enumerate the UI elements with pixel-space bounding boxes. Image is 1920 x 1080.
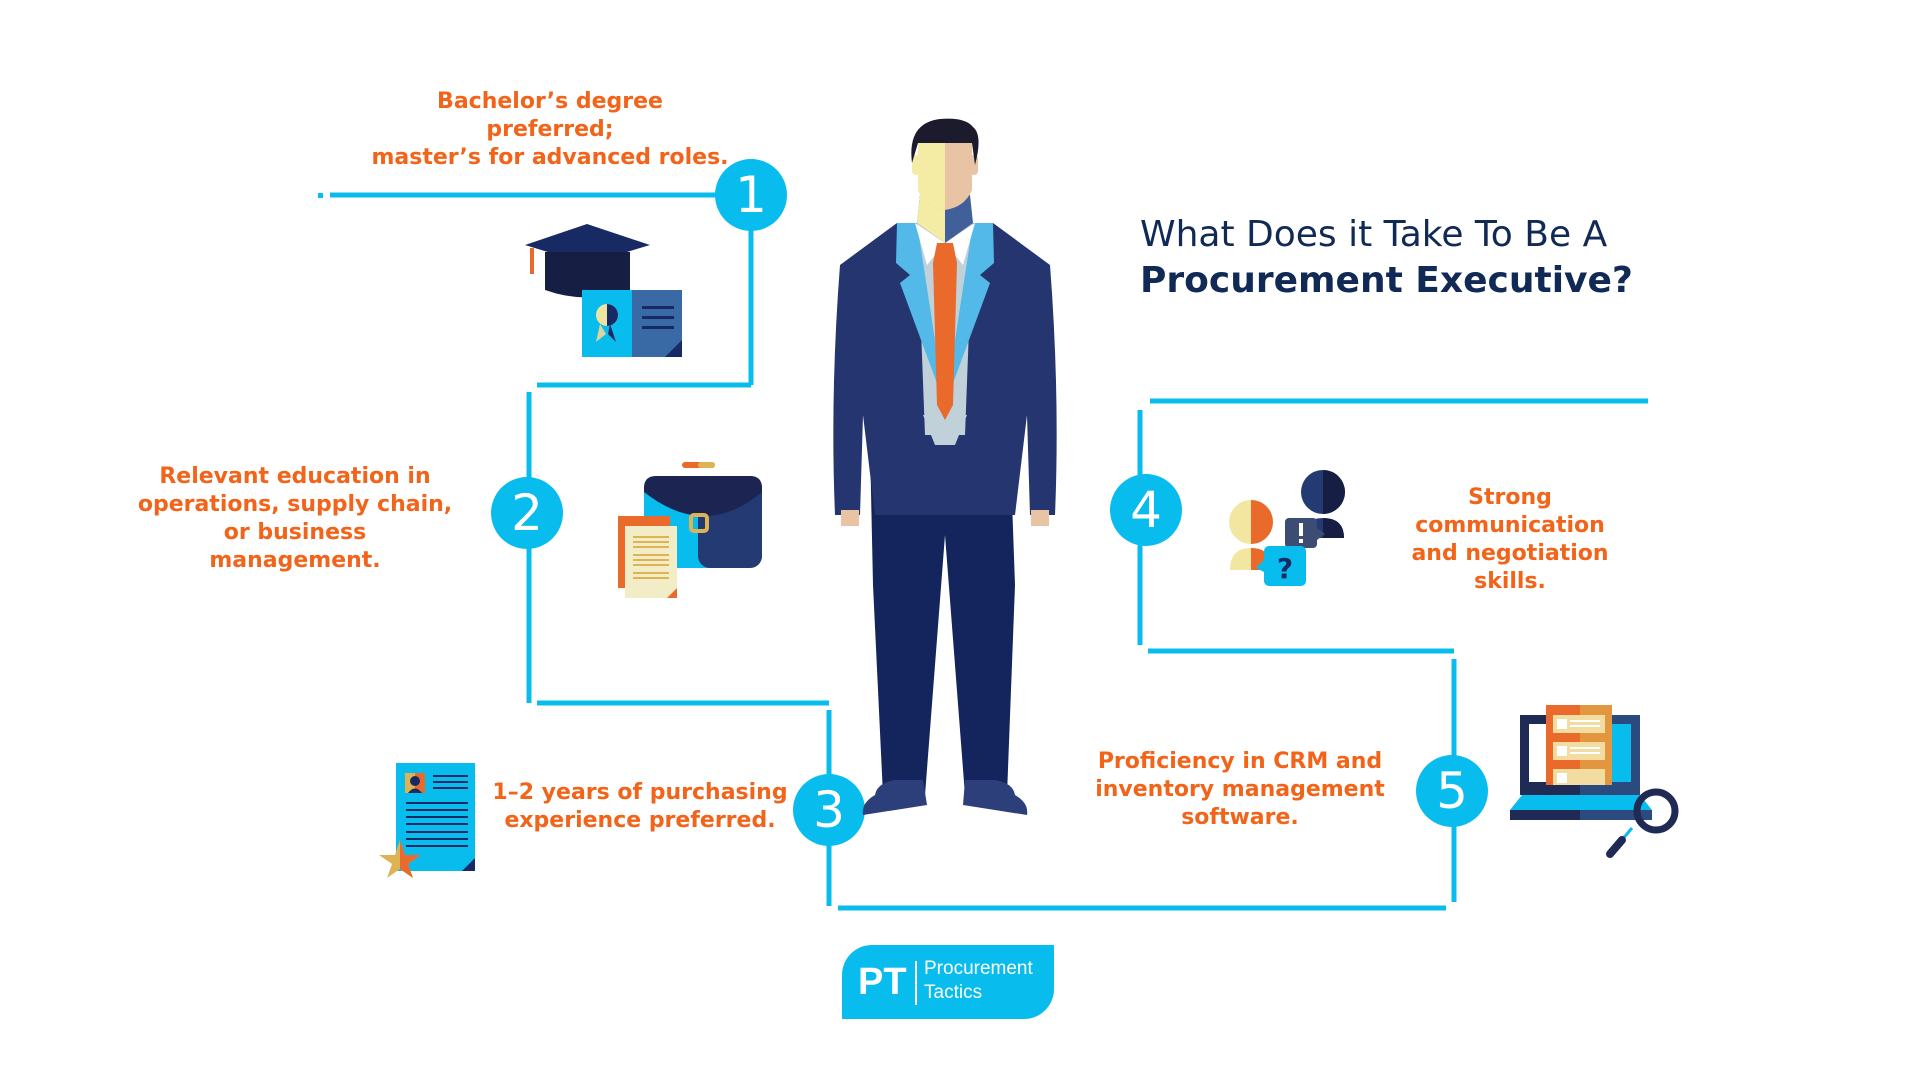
step-4-number-badge: 4	[1110, 474, 1182, 546]
logo-initials: PT	[858, 961, 907, 1003]
title-line-2: Procurement Executive?	[1140, 260, 1633, 301]
logo-line-1: Procurement	[924, 958, 1033, 979]
page-title: What Does it Take To Be A Procurement Ex…	[1140, 212, 1633, 304]
logo-wordmark: Procurement Tactics	[924, 957, 1033, 1005]
step-2-number-badge: 2	[491, 477, 563, 549]
title-line-1: What Does it Take To Be A	[1140, 214, 1608, 255]
businessman-figure	[833, 118, 1057, 815]
people-conversation-icon: ?	[1229, 470, 1345, 586]
step-2-text: Relevant education in operations, supply…	[137, 464, 453, 573]
step-3-text: 1–2 years of purchasing experience prefe…	[492, 780, 788, 833]
graduation-cap-diploma-icon	[525, 224, 682, 357]
step-4-text: Strong communication and negotiation ski…	[1411, 485, 1609, 594]
logo-divider	[915, 961, 917, 1005]
logo-line-2: Tactics	[924, 982, 983, 1003]
laptop-magnifier-icon	[1510, 705, 1679, 858]
step-1-number-badge: 1	[715, 159, 787, 231]
step-3-number-badge: 3	[793, 774, 865, 846]
resume-star-icon	[379, 763, 475, 878]
step-1-text: Bachelor’s degree preferred; master’s fo…	[371, 89, 729, 170]
step-5-number-badge: 5	[1416, 755, 1488, 827]
briefcase-documents-icon	[618, 462, 762, 598]
svg-text:?: ?	[1277, 552, 1293, 585]
procurement-tactics-logo[interactable]: PT Procurement Tactics	[842, 945, 1054, 1019]
step-5-text: Proficiency in CRM and inventory managem…	[1095, 749, 1385, 830]
